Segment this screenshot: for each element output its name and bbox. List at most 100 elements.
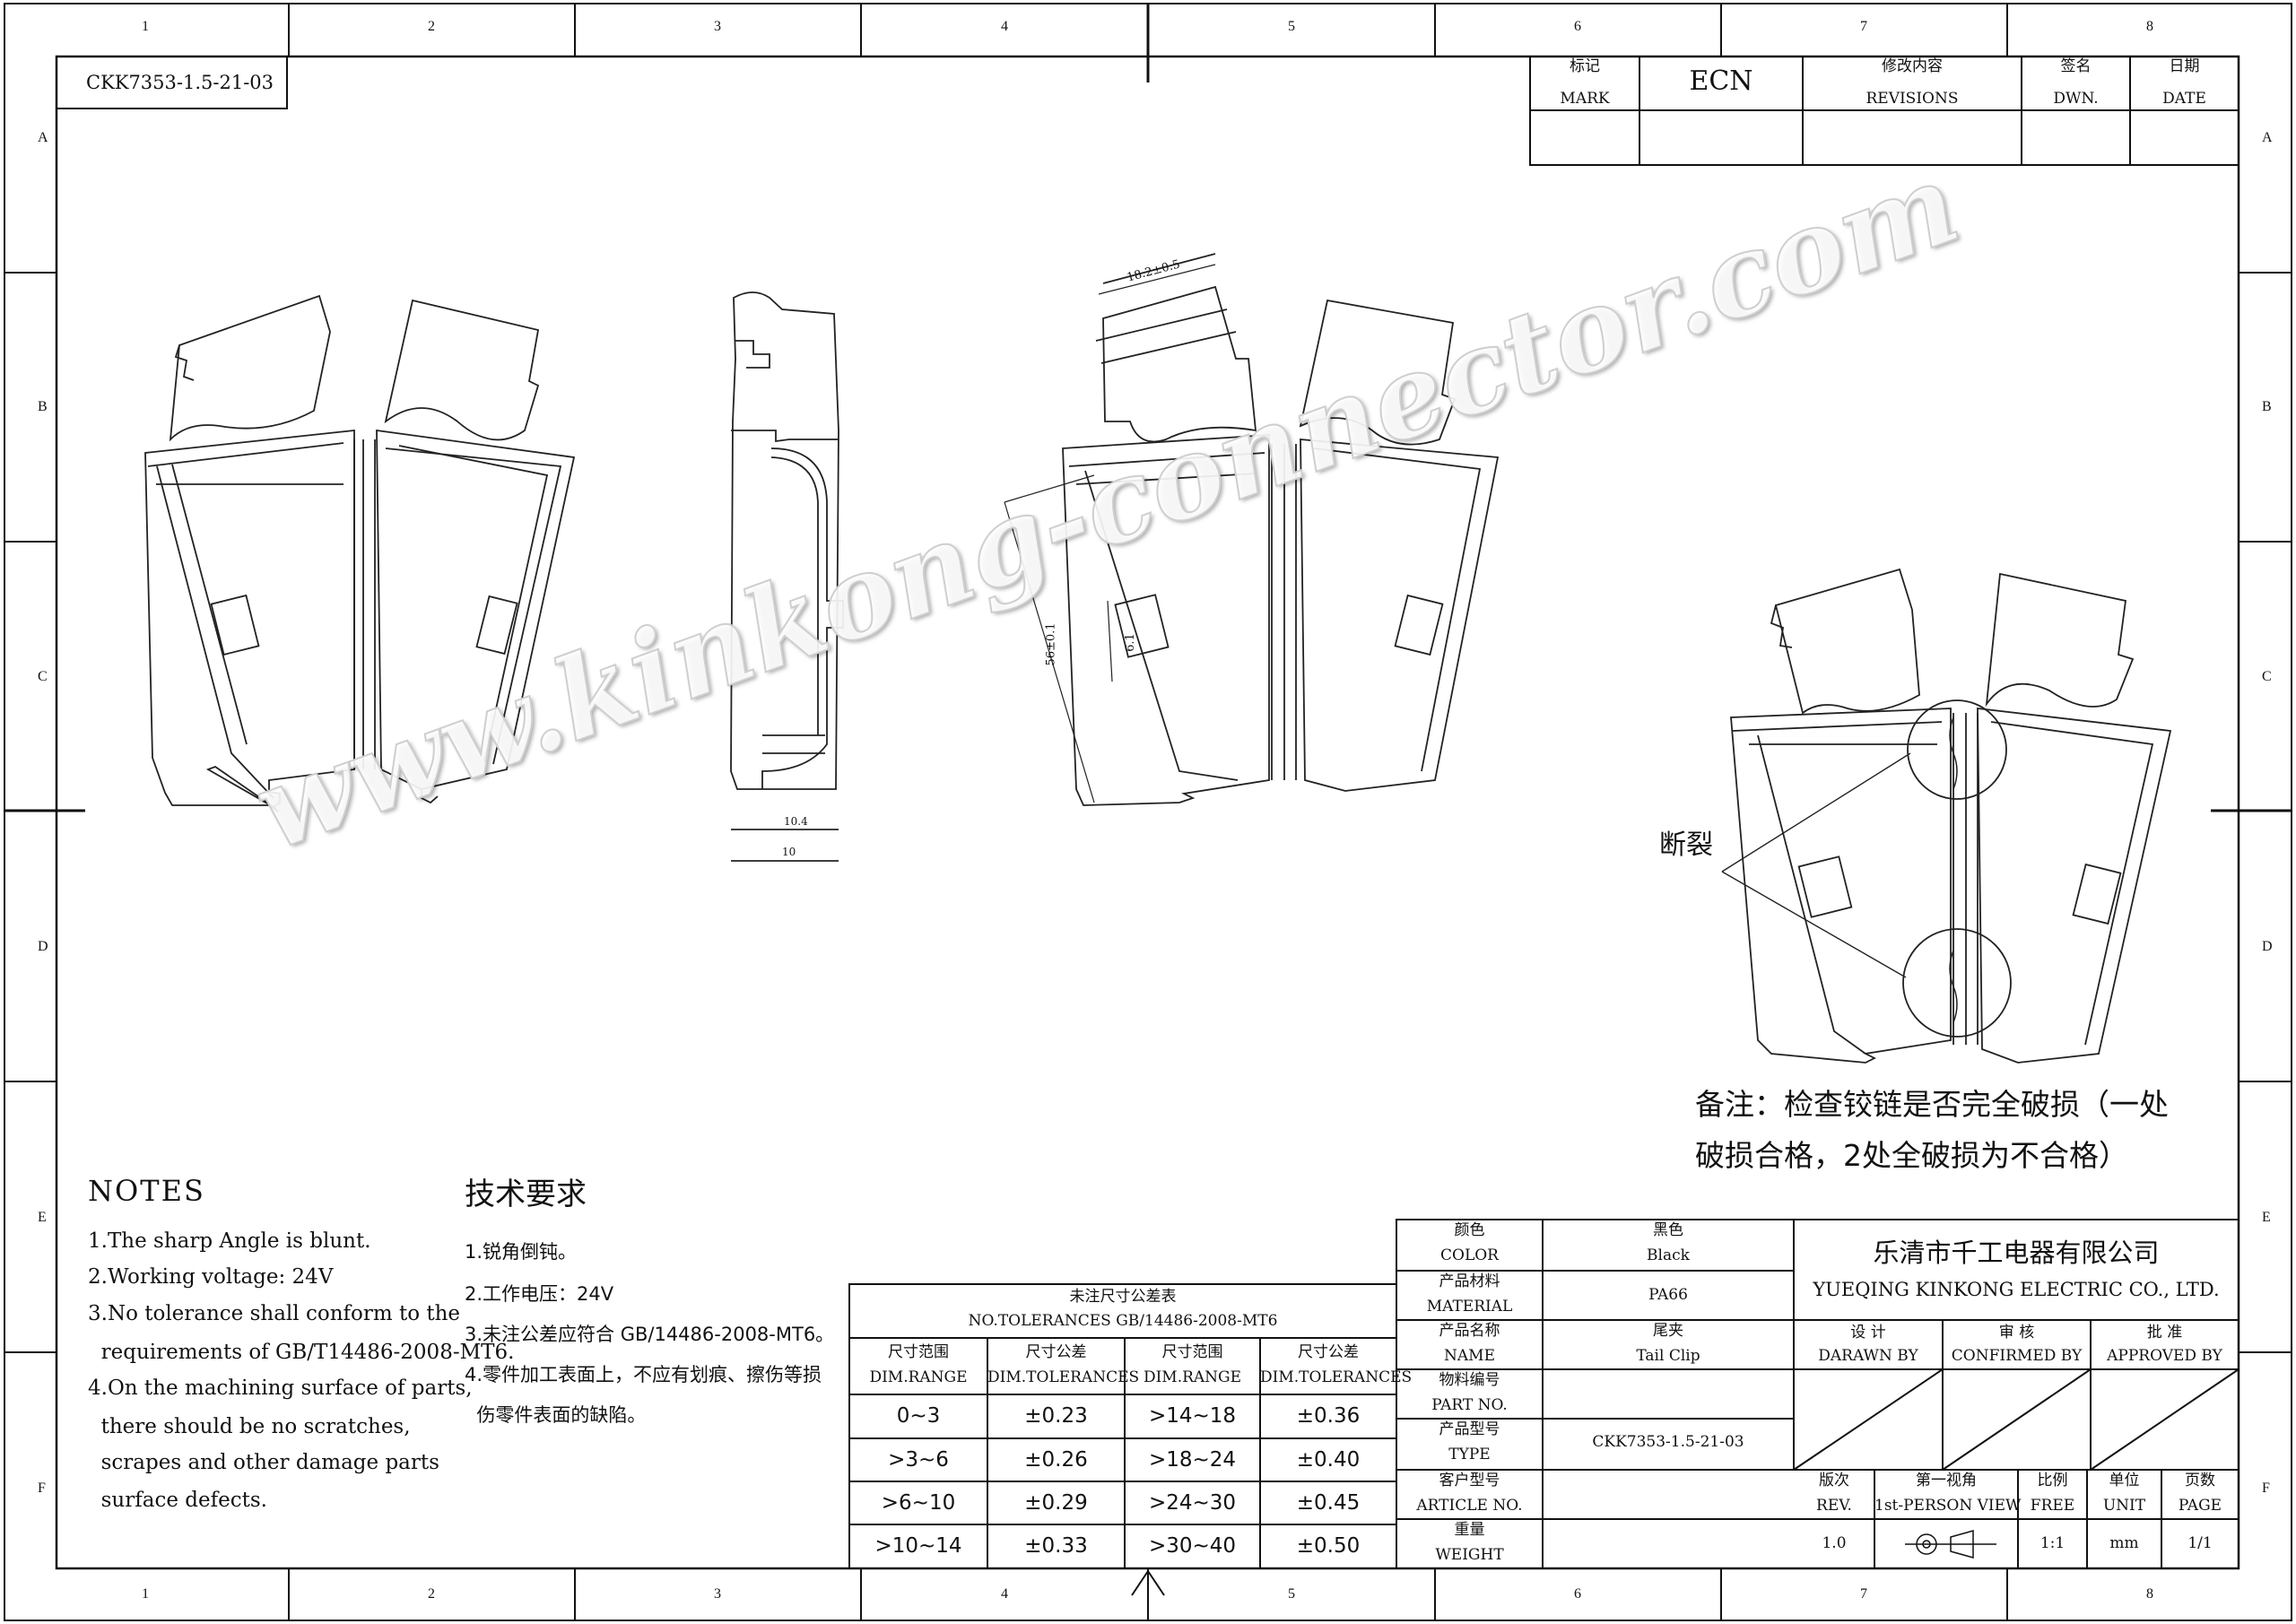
zone-col-4: 4 [1001, 19, 1008, 34]
field-name-value: Tail Clip [1636, 1347, 1700, 1365]
rev-label-cn: 版次 [1819, 1472, 1849, 1489]
tolerance-cell: >30~40 [1148, 1534, 1237, 1558]
rev-ecn: ECN [1689, 65, 1753, 97]
notes-cn-item: 4.零件加工表面上，不应有划痕、擦伤等损 [465, 1364, 822, 1385]
zone-col-8: 8 [2146, 19, 2153, 34]
rev-revisions-en: REVISIONS [1866, 90, 1959, 108]
zone-col-3: 3 [714, 19, 721, 34]
rev-label-en: REV. [1816, 1497, 1852, 1515]
tolerance-cell: ±0.40 [1296, 1448, 1361, 1472]
rev-drawn-cn: 签名 [2060, 57, 2092, 75]
tolerance-cell: ±0.45 [1296, 1491, 1361, 1515]
scale-label-cn: 比例 [2037, 1472, 2068, 1489]
notes-en-item: 4.On the machining surface of parts, [88, 1376, 473, 1400]
field-material-cn: 产品材料 [1439, 1272, 1500, 1290]
field-weight-cn: 重量 [1454, 1521, 1485, 1539]
tolerance-header-en: DIM.RANGE [869, 1368, 968, 1386]
zone-row-a: A [38, 130, 48, 145]
zone-row-b-right: B [2262, 399, 2272, 414]
rev-value: 1.0 [1822, 1534, 1847, 1552]
field-part-no-en: PART NO. [1431, 1396, 1508, 1414]
zone-row-c-right: C [2262, 669, 2272, 684]
zone-col-2-bottom: 2 [428, 1586, 435, 1602]
zone-col-6: 6 [1574, 19, 1581, 34]
projection-symbol-icon [1905, 1530, 1996, 1559]
tolerance-cell: ±0.33 [1024, 1534, 1088, 1558]
tolerance-cell: >14~18 [1148, 1404, 1237, 1428]
tolerance-header-en: DIM.TOLERANCES [1260, 1368, 1413, 1386]
dim-inner: 6.1 [1123, 633, 1137, 652]
tolerance-cell: ±0.36 [1296, 1404, 1361, 1428]
center-mark-bottom [1131, 1569, 1165, 1596]
tolerance-cell: ±0.26 [1024, 1448, 1088, 1472]
revision-block-grid [1529, 56, 2239, 166]
zone-col-5: 5 [1288, 19, 1295, 34]
remark-line-2: 破损合格，2处全破损为不合格） [1695, 1138, 2128, 1173]
notes-en-title: NOTES [88, 1174, 205, 1208]
zone-col-8-bottom: 8 [2146, 1586, 2153, 1602]
zone-row-a-right: A [2262, 130, 2273, 145]
page-value: 1/1 [2187, 1534, 2213, 1552]
drawing-number-box [56, 56, 288, 109]
confirmed-by-cn: 审 核 [1998, 1324, 2035, 1342]
drawing-number: CKK7353-1.5-21-03 [86, 72, 274, 93]
field-article-cn: 客户型号 [1439, 1472, 1500, 1489]
notes-en-item: requirements of GB/T14486-2008-MT6. [88, 1341, 515, 1364]
tolerance-cell: >24~30 [1148, 1491, 1237, 1515]
approved-by-en: APPROVED BY [2107, 1347, 2222, 1365]
field-name-en: NAME [1444, 1347, 1495, 1365]
zone-col-3-bottom: 3 [714, 1586, 721, 1602]
zone-row-d: D [38, 939, 48, 954]
field-name-value-cn: 尾夹 [1653, 1322, 1683, 1340]
notes-cn-title: 技术要求 [465, 1177, 587, 1212]
field-color-value-cn: 黑色 [1653, 1221, 1683, 1239]
view-side [730, 291, 844, 862]
zone-col-7-bottom: 7 [1860, 1586, 1867, 1602]
view-label-en: 1st-PERSON VIEW [1874, 1497, 2022, 1515]
unit-label-cn: 单位 [2109, 1472, 2140, 1489]
confirmed-by-en: CONFIRMED BY [1951, 1347, 2083, 1365]
field-type-en: TYPE [1448, 1446, 1491, 1463]
field-article-en: ARTICLE NO. [1416, 1497, 1523, 1515]
approved-by-cn: 批 准 [2146, 1324, 2183, 1342]
field-color-value: Black [1647, 1246, 1690, 1264]
tolerance-cell: ±0.50 [1296, 1534, 1361, 1558]
rev-date-en: DATE [2162, 90, 2206, 108]
company-name-en: YUEQING KINKONG ELECTRIC CO., LTD. [1813, 1279, 2220, 1300]
field-color-cn: 颜色 [1454, 1221, 1485, 1239]
zone-row-e-right: E [2262, 1210, 2271, 1225]
zone-col-2: 2 [428, 19, 435, 34]
rev-drawn-en: DWN. [2053, 90, 2099, 108]
field-weight-en: WEIGHT [1435, 1546, 1504, 1564]
tolerance-cell: >3~6 [888, 1448, 949, 1472]
fracture-label: 断裂 [1659, 829, 1713, 861]
field-part-no-cn: 物料编号 [1439, 1371, 1500, 1389]
notes-cn-item: 3.未注公差应符合 GB/14486-2008-MT6。 [465, 1324, 835, 1345]
zone-row-b: B [38, 399, 48, 414]
rev-revisions-cn: 修改内容 [1882, 57, 1943, 75]
tolerance-cell: >6~10 [881, 1491, 956, 1515]
notes-cn-item: 伤零件表面的缺陷。 [465, 1404, 647, 1426]
zone-row-f: F [38, 1481, 46, 1496]
zone-row-f-right: F [2262, 1481, 2270, 1496]
notes-en-item: 2.Working voltage: 24V [88, 1265, 334, 1289]
tolerance-table-grid [848, 1283, 1397, 1569]
field-name-cn: 产品名称 [1439, 1322, 1500, 1340]
tolerance-header-cn: 尺寸范围 [1161, 1343, 1223, 1361]
zone-col-1-bottom: 1 [142, 1586, 149, 1602]
tolerance-header-en: DIM.RANGE [1143, 1368, 1242, 1386]
notes-en-item: there should be no scratches, [88, 1415, 411, 1438]
zone-row-e: E [38, 1210, 47, 1225]
title-block-grid [1396, 1219, 2239, 1569]
view-front-left [144, 294, 576, 812]
tolerance-cell: >10~14 [874, 1534, 962, 1558]
view-label-cn: 第一视角 [1916, 1472, 1977, 1489]
notes-en-item: 3.No tolerance shall conform to the [88, 1302, 461, 1325]
scale-value: 1:1 [2039, 1534, 2066, 1552]
page-label-cn: 页数 [2185, 1472, 2215, 1489]
zone-col-6-bottom: 6 [1574, 1586, 1581, 1602]
field-material-value: PA66 [1648, 1286, 1688, 1304]
field-type-value: CKK7353-1.5-21-03 [1592, 1433, 1744, 1451]
